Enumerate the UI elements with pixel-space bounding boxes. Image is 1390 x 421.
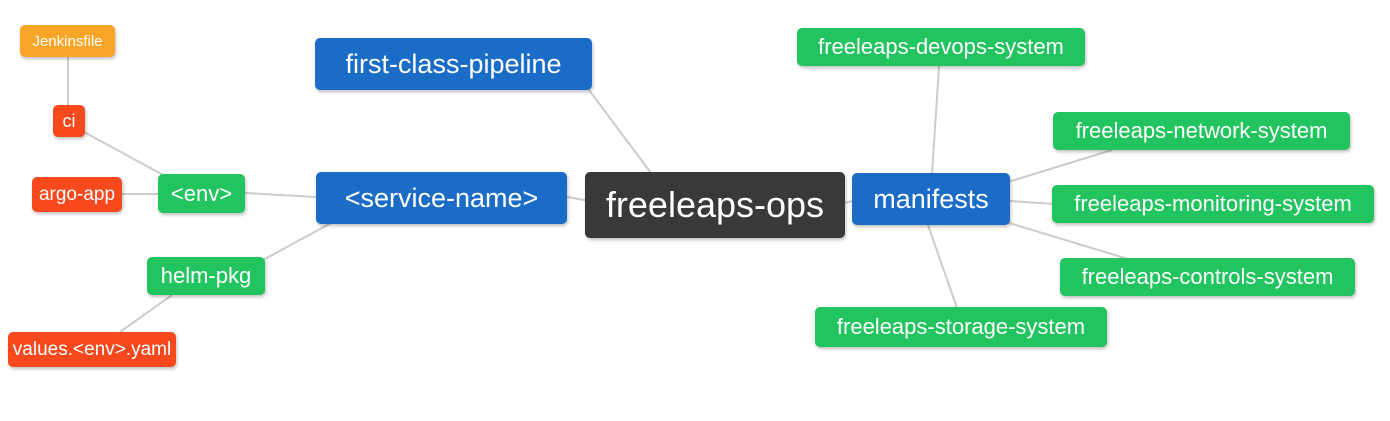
node-freeleaps-network-system[interactable]: freeleaps-network-system [1053,112,1350,150]
connector-manifests-controls [1005,221,1129,260]
node-freeleaps-ops[interactable]: freeleaps-ops [585,172,845,238]
node-jenkinsfile[interactable]: Jenkinsfile [20,25,115,57]
connector-manifests-storage [927,224,958,309]
node-freeleaps-monitoring-system[interactable]: freeleaps-monitoring-system [1052,185,1374,223]
connector-helm-pkg-service-name [262,221,334,261]
node-helm-pkg[interactable]: helm-pkg [147,257,265,295]
connector-manifests-devops [931,65,940,175]
connector-pipeline-root [588,89,652,174]
node-values-env-yaml[interactable]: values.<env>.yaml [8,332,176,367]
node-manifests[interactable]: manifests [852,173,1010,225]
connector-ci-env [83,131,166,177]
connector-manifests-monitoring [1009,200,1056,205]
connector-manifests-network [1007,149,1113,183]
node-freeleaps-controls-system[interactable]: freeleaps-controls-system [1060,258,1355,296]
node-service-name[interactable]: <service-name> [316,172,567,224]
node-freeleaps-storage-system[interactable]: freeleaps-storage-system [815,307,1107,347]
node-env[interactable]: <env> [158,174,245,213]
node-first-class-pipeline[interactable]: first-class-pipeline [315,38,592,90]
node-freeleaps-devops-system[interactable]: freeleaps-devops-system [797,28,1085,66]
node-argo-app[interactable]: argo-app [32,177,122,212]
connector-values-helm-pkg [119,294,173,333]
node-ci[interactable]: ci [53,105,85,137]
connector-env-service-name [244,192,317,198]
